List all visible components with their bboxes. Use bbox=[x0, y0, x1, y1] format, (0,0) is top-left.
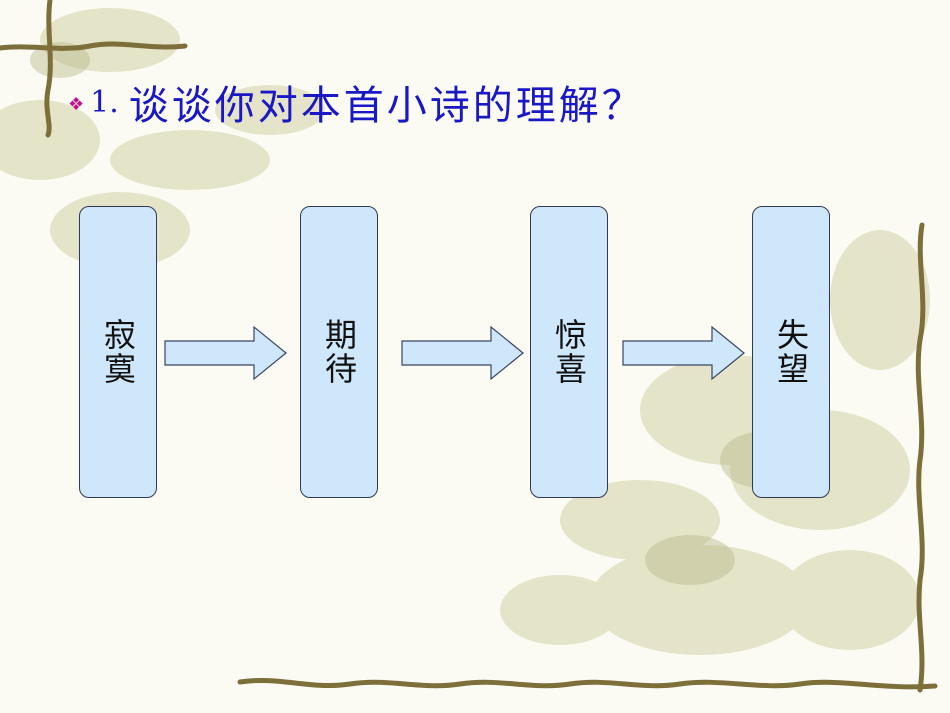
stage-box-3: 惊喜 bbox=[530, 206, 608, 498]
vine-top-left bbox=[0, 0, 188, 138]
stage-box-2: 期待 bbox=[300, 206, 378, 498]
vine-right bbox=[915, 222, 926, 693]
right-arrow-icon bbox=[164, 326, 287, 380]
stage-label: 惊喜 bbox=[550, 318, 588, 386]
stage-label: 寂寞 bbox=[99, 318, 137, 386]
diamond-bullet-icon: ❖ bbox=[68, 93, 85, 115]
vine-bottom bbox=[237, 677, 938, 690]
stage-label: 失望 bbox=[772, 318, 810, 386]
stage-box-1: 寂寞 bbox=[79, 206, 157, 498]
slide-title: ❖ 1. 谈谈你对本首小诗的理解？ bbox=[68, 72, 645, 132]
title-number: 1. bbox=[90, 84, 119, 120]
title-text: 谈谈你对本首小诗的理解？ bbox=[128, 83, 645, 129]
stage-label: 期待 bbox=[320, 318, 358, 386]
right-arrow-icon bbox=[401, 326, 524, 380]
right-arrow-icon bbox=[622, 326, 745, 380]
stage-box-4: 失望 bbox=[752, 206, 830, 498]
